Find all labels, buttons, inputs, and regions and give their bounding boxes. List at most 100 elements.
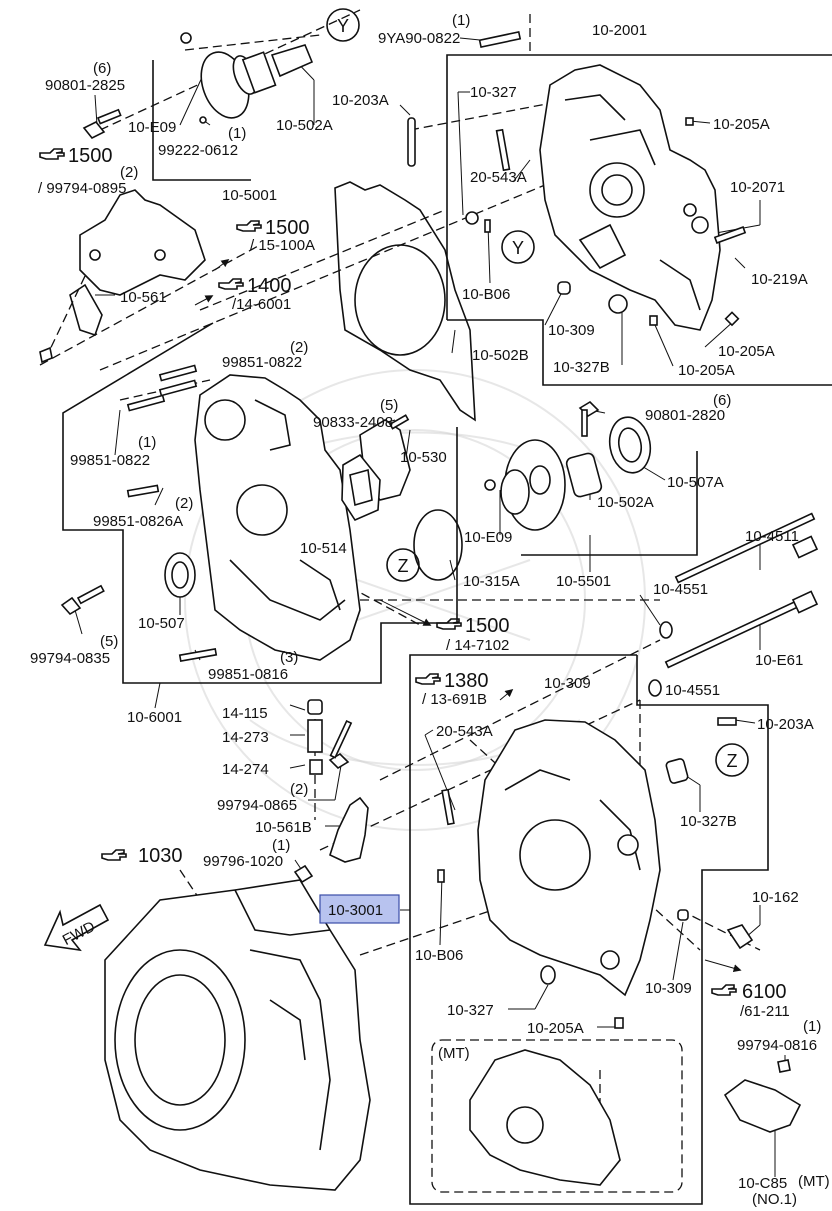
part-label[interactable]: 10-4511 (745, 528, 799, 545)
part-label[interactable]: 99222-0612 (158, 142, 238, 159)
part-label[interactable]: 10-E09 (464, 529, 512, 546)
ref-1380[interactable]: 1380 (444, 670, 489, 692)
part-label[interactable]: 90833-2408 (313, 414, 393, 431)
part-label[interactable]: 10-530 (400, 449, 447, 466)
svg-text:Z: Z (398, 556, 409, 576)
circle-z-right: Z (715, 743, 749, 777)
part-label[interactable]: 10-561B (255, 819, 312, 836)
part-label[interactable]: 10-B06 (462, 286, 510, 303)
part-label[interactable]: 10-514 (300, 540, 347, 557)
part-label[interactable]: / 14-7102 (446, 637, 509, 654)
part-qty: (6) (713, 392, 731, 409)
pointing-hand-icon (415, 673, 441, 685)
part-label[interactable]: / 13-691B (422, 691, 487, 708)
part-qty: (1) (803, 1018, 821, 1035)
part-label[interactable]: 10-327 (470, 84, 517, 101)
part-qty: (1) (138, 434, 156, 451)
part-labels: (1) 9YA90-0822 10-2001 (6) 90801-2825 10… (30, 12, 830, 1208)
part-label[interactable]: 10-E61 (755, 652, 803, 669)
pressure-control-parts (307, 699, 353, 775)
part-label[interactable]: 10-203A (332, 92, 389, 109)
part-label[interactable]: 14-115 (222, 705, 268, 722)
part-label[interactable]: /61-211 (740, 1003, 790, 1020)
part-label[interactable]: / 99794-0895 (38, 180, 126, 197)
ref-1500-b[interactable]: 1500 (265, 217, 310, 239)
part-label[interactable]: 10-327B (553, 359, 610, 376)
pointing-hand-icon (101, 849, 127, 861)
highlight-10-3001[interactable] (319, 894, 400, 924)
part-label[interactable]: 10-5001 (222, 187, 277, 204)
part-label[interactable]: 99794-0835 (30, 650, 110, 667)
svg-text:Z: Z (727, 751, 738, 771)
part-label[interactable]: 10-502B (472, 347, 529, 364)
part-label[interactable]: 10-162 (752, 889, 799, 906)
part-label[interactable]: 10-309 (544, 675, 591, 692)
part-label[interactable]: 10-327B (680, 813, 737, 830)
part-label[interactable]: 10-2071 (730, 179, 785, 196)
part-label[interactable]: 10-205A (527, 1020, 584, 1037)
part-label[interactable]: 10-502A (597, 494, 654, 511)
part-label[interactable]: 10-B06 (415, 947, 463, 964)
ref-1500-c[interactable]: 1500 (465, 615, 510, 637)
parts (39, 30, 819, 1191)
bolt-90801-2825 (82, 108, 122, 140)
part-label[interactable]: 10-309 (548, 322, 595, 339)
part-label[interactable]: 10-205A (718, 343, 775, 360)
pointing-hand-icon (218, 278, 244, 290)
part-label[interactable]: 10-327 (447, 1002, 494, 1019)
part-qty: (6) (93, 60, 111, 77)
part-label[interactable]: 10-5501 (556, 573, 611, 590)
part-label[interactable]: 99794-0865 (217, 797, 297, 814)
part-label[interactable]: 99851-0816 (208, 666, 288, 683)
part-label[interactable]: 99796-1020 (203, 853, 283, 870)
part-label[interactable]: 10-219A (751, 271, 808, 288)
part-label[interactable]: 90801-2820 (645, 407, 725, 424)
part-label[interactable]: 99851-0826A (93, 513, 183, 530)
part-label[interactable]: 9YA90-0822 (378, 30, 460, 47)
part-label[interactable]: 99851-0822 (222, 354, 302, 371)
mt-box-label: (MT) (438, 1045, 470, 1062)
part-label[interactable]: 10-E09 (128, 119, 176, 136)
part-label[interactable]: 10-205A (713, 116, 770, 133)
part-label[interactable]: 10-6001 (127, 709, 182, 726)
part-label[interactable]: 99794-0816 (737, 1037, 817, 1054)
part-qty: (3) (280, 649, 298, 666)
part-label[interactable]: 10-4551 (665, 682, 720, 699)
part-label[interactable]: / 15-100A (250, 237, 315, 254)
part-label[interactable]: 90801-2825 (45, 77, 125, 94)
part-label[interactable]: 14-274 (222, 761, 269, 778)
part-label[interactable]: 10-507 (138, 615, 185, 632)
part-label[interactable]: 10-561 (120, 289, 167, 306)
part-label[interactable]: 20-543A (436, 723, 493, 740)
part-label-highlighted[interactable]: 10-3001 (328, 902, 383, 919)
part-qty: (1) (228, 125, 246, 142)
part-label[interactable]: 99851-0822 (70, 452, 150, 469)
ref-1030[interactable]: 1030 (138, 845, 183, 867)
part-label[interactable]: 10-507A (667, 474, 724, 491)
part-qty: (1) (452, 12, 470, 29)
part-label[interactable]: 14-273 (222, 729, 269, 746)
tension-bolts (648, 512, 819, 697)
part-qty: (2) (120, 164, 138, 181)
pointing-hand-icon (39, 148, 65, 160)
part-label[interactable]: 10-309 (645, 980, 692, 997)
ref-6100[interactable]: 6100 (742, 981, 787, 1003)
part-qty: (1) (272, 837, 290, 854)
part-label[interactable]: 10-203A (757, 716, 814, 733)
pointing-hand-icon (711, 984, 737, 996)
part-label[interactable]: 10-315A (463, 573, 520, 590)
part-label[interactable]: 10-502A (276, 117, 333, 134)
part-label[interactable]: 10-4551 (653, 581, 708, 598)
front-cover-10-2001 (539, 64, 721, 331)
part-label[interactable]: 10-205A (678, 362, 735, 379)
part-label[interactable]: 20-543A (470, 169, 527, 186)
plate-10-530 (341, 414, 411, 522)
part-label[interactable]: 10-C85 (738, 1175, 787, 1192)
ref-1400[interactable]: 1400 (247, 275, 292, 297)
fwd-arrow-icon (43, 903, 110, 952)
ref-1500-a[interactable]: 1500 (68, 145, 113, 167)
oil-seal-10-507 (164, 552, 196, 598)
part-label[interactable]: /14-6001 (232, 296, 291, 313)
part-qty: (5) (100, 633, 118, 650)
part-label[interactable]: 10-2001 (592, 22, 647, 39)
